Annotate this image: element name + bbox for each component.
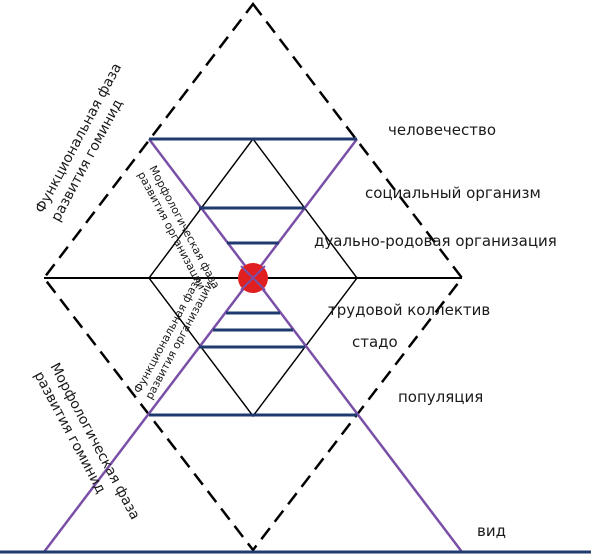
center-cross-b	[240, 265, 266, 291]
label-herd: стадо	[352, 333, 398, 351]
label-dual-clan: дуально-родовая организация	[314, 232, 557, 250]
label-functional-phase-hominid: Функциональная фаза развития гоминид	[32, 57, 143, 225]
label-species: вид	[477, 522, 506, 540]
label-population: популяция	[398, 388, 483, 406]
outer-dashed-rhombus	[42, 1, 464, 553]
label-social-organism: социальный организм	[365, 184, 541, 202]
label-labor-collective: трудовой коллектив	[328, 301, 490, 319]
label-morphological-phase-organization: Морфологическая фаза развития организаци…	[135, 163, 224, 300]
label-humanity: человечество	[388, 121, 496, 139]
